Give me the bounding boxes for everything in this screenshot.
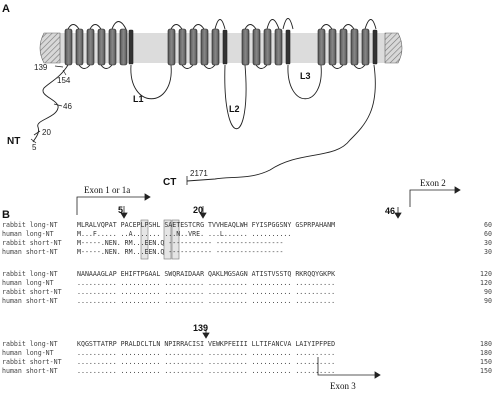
- loop-label-l2: L2: [229, 104, 240, 114]
- loop-label-l1: L1: [133, 94, 144, 104]
- seq-number: 90: [484, 297, 492, 305]
- exon-1-label: Exon 1 or 1a: [84, 185, 130, 195]
- panel-b-label: B: [2, 209, 10, 221]
- domain-iv-segments: [317, 28, 378, 66]
- seq-row: .......... .......... .......... .......…: [77, 297, 335, 305]
- tick-20: [33, 130, 41, 136]
- tick-5: [30, 138, 37, 144]
- seq-name: rabbit short-NT: [2, 288, 62, 296]
- seq-row: M...F..... ..A....... ...N..VRE. ...L...…: [77, 230, 291, 238]
- seq-row: MLRALVQPAT PACEPLPSHL SAETESTCRG TVVHEAQ…: [77, 221, 335, 229]
- seq-number: 150: [480, 358, 492, 366]
- seq-number: 180: [480, 349, 492, 357]
- pos-154: 154: [57, 76, 71, 85]
- membrane-cap-right: [384, 32, 403, 64]
- pos-5: 5: [32, 143, 37, 152]
- seq-number: 30: [484, 248, 492, 256]
- seq-row: .......... .......... .......... .......…: [77, 279, 335, 287]
- exon-3-label: Exon 3: [330, 381, 356, 391]
- tick-139: [54, 65, 64, 68]
- panel-a-label: A: [2, 3, 10, 15]
- marker-46: 46: [385, 206, 395, 216]
- seq-number: 120: [480, 270, 492, 278]
- seq-number: 120: [480, 279, 492, 287]
- domain-i-segments: [64, 28, 134, 66]
- loop-label-l3: L3: [300, 71, 311, 81]
- highlight-boxes: [140, 219, 180, 260]
- marker-20: 20: [193, 205, 203, 215]
- pos-139: 139: [34, 63, 48, 72]
- seq-name: rabbit long-NT: [2, 270, 58, 278]
- pos-2171: 2171: [190, 169, 208, 178]
- seq-name: human long-NT: [2, 349, 54, 357]
- membrane-cap-left: [39, 32, 61, 64]
- tick-154: [62, 69, 67, 76]
- seq-row: M-----.NEN. RM...EEN.Q ----------- -----…: [77, 239, 283, 247]
- tick-46: [53, 103, 63, 107]
- seq-row: .......... .......... .......... .......…: [77, 358, 335, 366]
- c-terminus-chain: [186, 64, 376, 182]
- seq-row: .......... .......... .......... .......…: [77, 288, 335, 296]
- exon-2-label: Exon 2: [420, 178, 446, 188]
- pos-46: 46: [63, 102, 72, 111]
- seq-name: rabbit short-NT: [2, 358, 62, 366]
- marker-5: 5: [118, 205, 123, 215]
- domain-ii-segments: [167, 28, 228, 66]
- seq-number: 30: [484, 239, 492, 247]
- seq-name: human long-NT: [2, 279, 54, 287]
- extracellular-loops: [67, 18, 377, 30]
- sequence-alignment: rabbit long-NT MLRALVQPAT PACEPLPSHL SAE…: [2, 221, 492, 375]
- seq-number: 150: [480, 367, 492, 375]
- seq-name: human short-NT: [2, 297, 58, 305]
- seq-name: rabbit long-NT: [2, 221, 58, 229]
- seq-name: human short-NT: [2, 248, 58, 256]
- seq-name: rabbit short-NT: [2, 239, 62, 247]
- seq-name: human long-NT: [2, 230, 54, 238]
- seq-row: NANAAAGLAP EHIFTPGAAL SWQRAIDAAR QAKLMGS…: [77, 270, 335, 278]
- seq-row: KQGSTTATRP PRALDCLTLN NPIRRACISI VEWKPFE…: [77, 340, 335, 348]
- seq-number: 60: [484, 221, 492, 229]
- seq-number: 60: [484, 230, 492, 238]
- seq-name: rabbit long-NT: [2, 340, 58, 348]
- seq-name: human short-NT: [2, 367, 58, 375]
- ct-label: CT: [163, 177, 176, 188]
- pos-20: 20: [42, 128, 51, 137]
- seq-number: 180: [480, 340, 492, 348]
- membrane-diagram: L1 L2 L3 139 154 46 20 5 NT 2171 CT: [7, 18, 403, 188]
- marker-139: 139: [193, 323, 208, 333]
- exon-annotations: [76, 186, 461, 379]
- seq-number: 90: [484, 288, 492, 296]
- seq-row: M-----.NEN. RM...EEN.Q ----------- -----…: [77, 248, 283, 256]
- seq-row: .......... .......... .......... .......…: [77, 349, 335, 357]
- nt-label: NT: [7, 136, 20, 147]
- seq-row: .......... .......... .......... .......…: [77, 367, 335, 375]
- intracellular-loops: [78, 64, 366, 129]
- domain-iii-segments: [241, 28, 291, 66]
